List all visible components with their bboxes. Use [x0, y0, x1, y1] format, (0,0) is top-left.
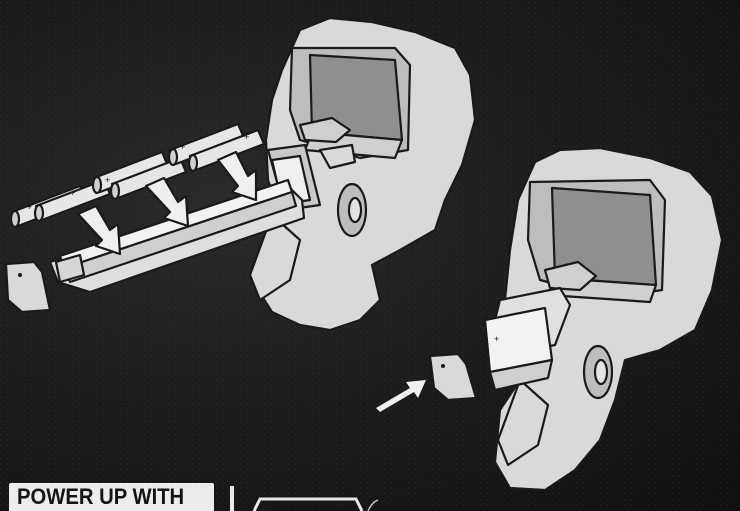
door-icon	[4, 260, 52, 314]
battery-tray-left	[48, 178, 306, 294]
battery-icon: +	[167, 122, 246, 167]
battery-icon: +	[33, 178, 112, 223]
arrow-icon	[144, 176, 190, 228]
svg-text:+: +	[244, 132, 249, 142]
battery-slot-right: +	[483, 286, 572, 392]
device-left	[248, 16, 477, 332]
svg-text:+: +	[105, 175, 110, 185]
arrow-icon	[376, 380, 426, 412]
device-right: +	[483, 146, 724, 492]
svg-text:+: +	[27, 202, 32, 212]
svg-text:+: +	[180, 142, 185, 152]
badge-label: POWER UP WITH	[17, 484, 185, 509]
arrow-icon	[216, 150, 258, 202]
svg-text:+: +	[70, 188, 75, 198]
svg-text:+: +	[494, 334, 499, 344]
battery-icon: +	[187, 128, 266, 173]
door-icon	[428, 352, 478, 402]
battery-outline-icon	[252, 497, 379, 511]
divider	[230, 486, 234, 511]
battery-group: + + + + +	[9, 122, 266, 229]
power-up-badge: POWER UP WITH	[9, 483, 214, 511]
arrow-icon	[76, 204, 122, 256]
